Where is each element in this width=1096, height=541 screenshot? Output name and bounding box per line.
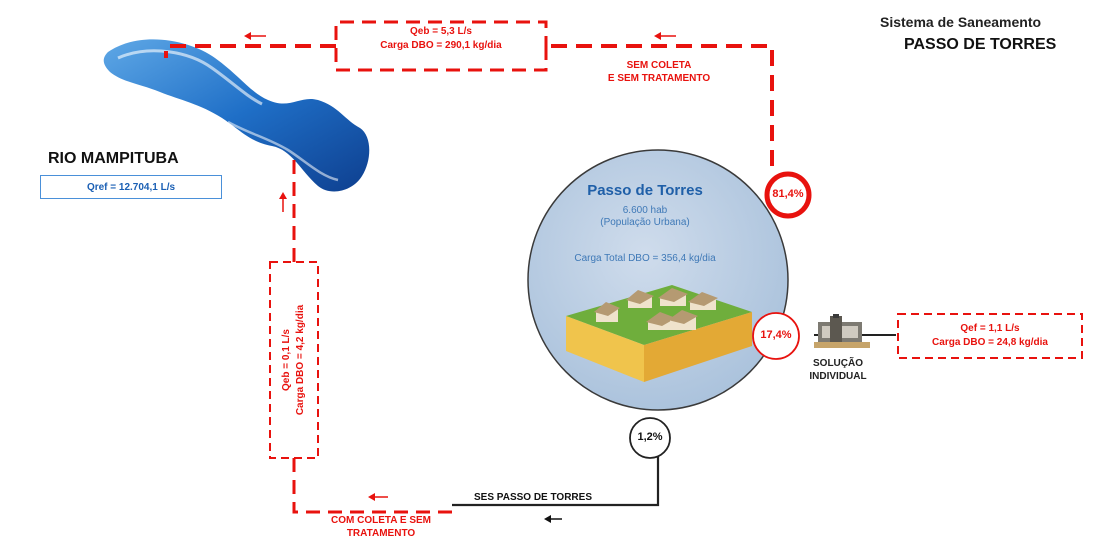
arrow-left-icon bbox=[244, 32, 266, 40]
sem-coleta-flow-line bbox=[164, 44, 774, 166]
city-population-note: (População Urbana) bbox=[600, 217, 690, 228]
qref-box: Qref = 12.704,1 L/s bbox=[40, 175, 222, 199]
top-flow-dbo: Carga DBO = 290,1 kg/dia bbox=[380, 40, 502, 51]
com-coleta-flow-line bbox=[292, 160, 452, 514]
city-info: 6.600 hab (População Urbana) bbox=[560, 205, 730, 229]
sem-coleta-label: SEM COLETA E SEM TRATAMENTO bbox=[574, 59, 744, 85]
individual-line2: INDIVIDUAL bbox=[809, 371, 867, 382]
individual-line1: SOLUÇÃO bbox=[813, 358, 863, 369]
city-population: 6.600 hab bbox=[622, 205, 668, 216]
arrow-up-icon bbox=[279, 192, 287, 212]
right-flow-dbo: Carga DBO = 24,8 kg/dia bbox=[932, 337, 1048, 348]
ses-label: SES PASSO DE TORRES bbox=[474, 492, 592, 503]
left-flow-box-text: Qeb = 0,1 L/s Carga DBO = 4,2 kg/dia bbox=[280, 305, 308, 415]
sem-coleta-percent-circle bbox=[764, 171, 812, 219]
top-flow-box-text: Qeb = 5,3 L/s Carga DBO = 290,1 kg/dia bbox=[336, 25, 546, 53]
city-dbo-load: Carga Total DBO = 356,4 kg/dia bbox=[574, 253, 716, 264]
municipality-title: PASSO DE TORRES bbox=[904, 36, 1057, 53]
qref-text: Qref = 12.704,1 L/s bbox=[86, 181, 176, 193]
sem-coleta-percent: 81,4% bbox=[772, 188, 804, 200]
arrow-left-icon bbox=[368, 493, 388, 501]
right-flow-qef: Qef = 1,1 L/s bbox=[960, 323, 1020, 334]
houses-icon bbox=[594, 288, 718, 330]
left-flow-dbo: Carga DBO = 4,2 kg/dia bbox=[295, 304, 306, 416]
arrow-left-icon bbox=[544, 515, 562, 523]
system-title: Sistema de Saneamento bbox=[880, 14, 1042, 30]
right-box-frame bbox=[897, 313, 1083, 359]
top-flow-qeb: Qeb = 5,3 L/s bbox=[410, 26, 472, 37]
right-flow-box-text: Qef = 1,1 L/s Carga DBO = 24,8 kg/dia bbox=[898, 322, 1082, 350]
river-shape bbox=[103, 39, 370, 192]
city-name: Passo de Torres bbox=[587, 182, 703, 199]
river-highlight bbox=[117, 49, 263, 106]
individual-solution-label: SOLUÇÃO INDIVIDUAL bbox=[788, 357, 888, 383]
individual-percent-circle bbox=[752, 312, 800, 360]
com-coleta-line2: TRATAMENTO bbox=[346, 528, 416, 539]
com-coleta-line1: COM COLETA E SEM bbox=[331, 515, 431, 526]
left-box-frame bbox=[269, 261, 319, 459]
sem-coleta-line1: SEM COLETA bbox=[626, 60, 692, 71]
sem-coleta-line2: E SEM TRATAMENTO bbox=[607, 73, 711, 84]
com-coleta-label: COM COLETA E SEM TRATAMENTO bbox=[296, 514, 466, 540]
individual-percent: 17,4% bbox=[760, 329, 792, 341]
ses-flow-line bbox=[452, 448, 660, 507]
arrow-left-icon bbox=[654, 32, 676, 40]
left-flow-qeb: Qeb = 0,1 L/s bbox=[281, 329, 292, 391]
ses-percent-circle bbox=[629, 417, 671, 459]
river-name: RIO MAMPITUBA bbox=[48, 150, 179, 167]
septic-tank-icon bbox=[814, 314, 870, 348]
ses-percent: 1,2% bbox=[637, 431, 663, 443]
